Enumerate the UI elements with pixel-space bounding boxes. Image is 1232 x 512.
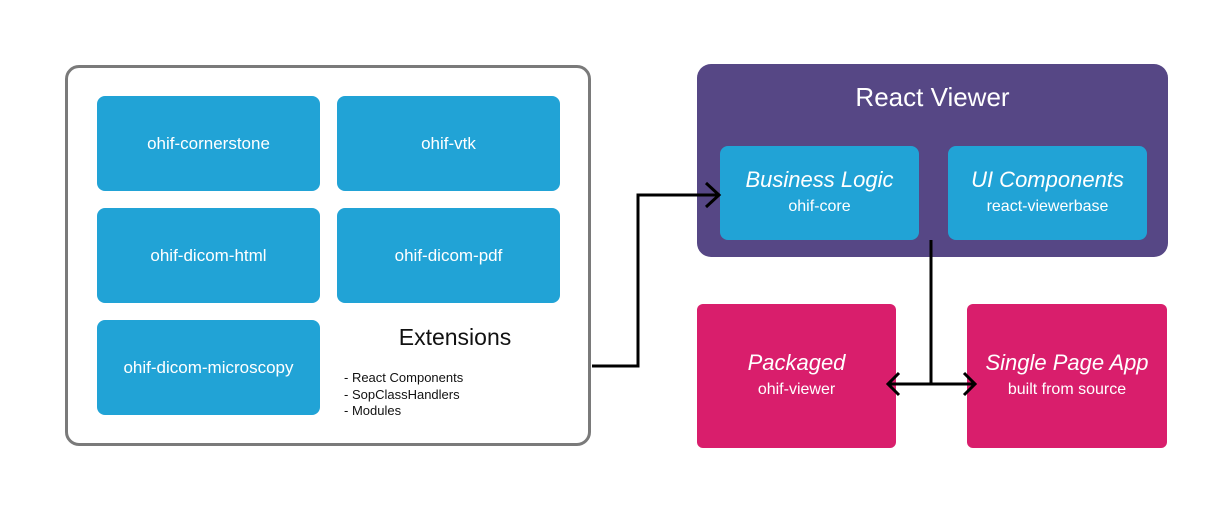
extension-feature-item: - Modules [344,403,402,418]
extension-feature-item: - React Components [344,370,464,385]
arrowhead-icon [704,181,722,209]
extension-label: ohif-dicom-html [150,245,267,265]
ui-components-box: UI Components react-viewerbase [948,146,1147,240]
extension-label: ohif-cornerstone [147,133,270,153]
ui-components-title: UI Components [971,167,1124,192]
packaged-box: Packaged ohif-viewer [697,304,896,448]
extensions-feature-list: - React Components - SopClassHandlers - … [344,370,463,420]
extension-label: ohif-dicom-pdf [394,245,503,265]
extension-box-dicom-microscopy: ohif-dicom-microscopy [97,320,320,415]
extensions-to-core-connector [592,193,718,368]
extension-label: ohif-vtk [421,133,476,153]
packaged-package: ohif-viewer [757,381,836,398]
single-page-app-subtitle: built from source [1007,381,1127,398]
extension-box-dicom-pdf: ohif-dicom-pdf [337,208,560,303]
arrowhead-right-icon [962,371,978,397]
business-logic-package: ohif-core [788,198,851,215]
extension-box-vtk: ohif-vtk [337,96,560,191]
ui-components-package: react-viewerbase [986,198,1109,215]
extension-box-cornerstone: ohif-cornerstone [97,96,320,191]
extensions-title: Extensions [398,324,512,350]
single-page-app-box: Single Page App built from source [967,304,1167,448]
business-logic-box: Business Logic ohif-core [720,146,919,240]
extension-label: ohif-dicom-microscopy [123,357,294,377]
arrowhead-left-icon [885,371,901,397]
react-viewer-title: React Viewer [855,82,1010,112]
extension-box-dicom-html: ohif-dicom-html [97,208,320,303]
extension-feature-item: - SopClassHandlers [344,386,460,402]
business-logic-title: Business Logic [745,167,894,192]
packaged-title: Packaged [747,350,846,375]
single-page-app-title: Single Page App [985,350,1149,375]
